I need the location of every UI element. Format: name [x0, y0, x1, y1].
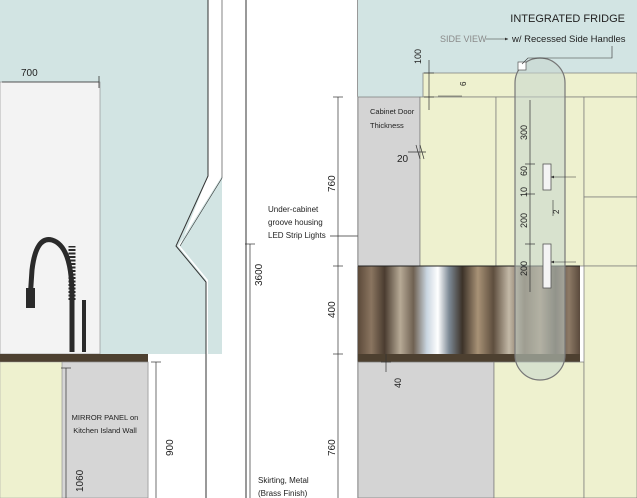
dim-900: 900 — [165, 439, 176, 456]
upper-cabinet-door-3 — [583, 96, 637, 198]
upper-cabinet-door-4 — [583, 196, 637, 267]
handle-upper — [542, 163, 552, 191]
lower-cabinet-panel — [357, 361, 495, 498]
dim-10: 10 — [519, 187, 529, 197]
skirting-label-1: Skirting, Metal — [258, 476, 309, 485]
dim-3600: 3600 — [254, 263, 265, 286]
dim-6: 6 — [459, 81, 468, 86]
kitchen-faucet — [26, 237, 86, 352]
dim-760-upper: 760 — [327, 175, 338, 192]
cabinet-door-label-2: Thickness — [370, 121, 404, 130]
mirror-label-2: Kitchen Island Wall — [73, 426, 137, 435]
lower-cabinet-door-1 — [493, 361, 585, 498]
dim-200b: 200 — [519, 261, 529, 276]
groove-label-1: Under-cabinet — [268, 205, 319, 214]
skirting-label-2: (Brass Finish) — [258, 489, 308, 498]
title-line1: INTEGRATED FRIDGE — [510, 13, 625, 25]
dim-700: 700 — [21, 68, 38, 79]
dim-20: 20 — [397, 154, 409, 165]
break-gap — [178, 0, 222, 498]
break-line-left — [175, 0, 209, 498]
dim-40: 40 — [393, 378, 403, 388]
countertop-right — [358, 354, 580, 362]
dim-300: 300 — [519, 125, 529, 140]
title-leader — [521, 46, 613, 65]
dim-200a: 200 — [519, 213, 529, 228]
groove-label-3: LED Strip Lights — [268, 231, 326, 240]
title-line2: w/ Recessed Side Handles — [511, 34, 626, 45]
handle-lower — [542, 243, 552, 289]
side-view-label: SIDE VIEW — [440, 34, 487, 44]
countertop-left — [0, 354, 148, 362]
dim-2: 2 — [552, 209, 561, 214]
groove-label-2: groove housing — [268, 218, 323, 227]
dim-760-lower: 760 — [327, 439, 338, 456]
fridge-marker — [517, 61, 527, 71]
upper-cabinet-door-1 — [419, 96, 497, 267]
dim-100: 100 — [413, 49, 423, 64]
cabinet-door-label-1: Cabinet Door — [370, 107, 415, 116]
centre-strip — [246, 0, 358, 498]
dim-400: 400 — [327, 301, 338, 318]
dim-60: 60 — [519, 166, 529, 176]
mirror-panel-island — [61, 361, 149, 498]
mirror-label-1: MIRROR PANEL on — [72, 413, 139, 422]
dim-1060: 1060 — [75, 469, 86, 492]
lower-cabinet-door-2 — [583, 265, 637, 498]
